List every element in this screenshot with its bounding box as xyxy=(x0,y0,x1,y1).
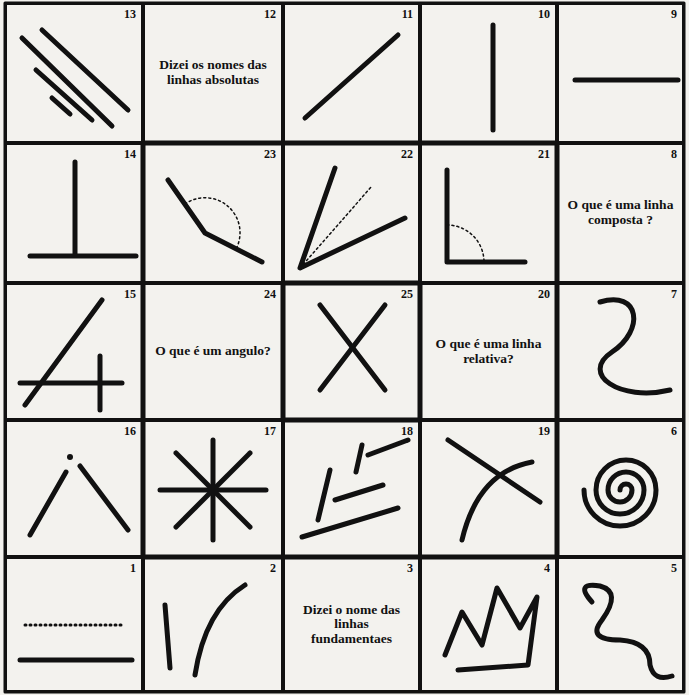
cell-number: 6 xyxy=(671,425,677,437)
grid-cell: 20 O que é uma linha relativa? xyxy=(420,283,557,420)
grid-cell: 3Dizei o nome das linhas fundamentaes xyxy=(283,557,420,692)
grid-cell: 25 xyxy=(283,283,420,420)
grid-cell: 7 xyxy=(557,283,684,420)
cell-number: 1 xyxy=(130,562,136,574)
grid-cell: 10 xyxy=(420,3,557,143)
grid-cell: 12Dizei os nomes das linhas absolutas xyxy=(143,3,283,143)
cell-number: 11 xyxy=(402,8,413,20)
grid-cell: 18 xyxy=(283,420,420,557)
question-text: Dizei os nomes das linhas absolutas xyxy=(145,58,281,87)
grid-cell: 6 xyxy=(557,420,684,557)
cell-number: 3 xyxy=(407,562,413,574)
grid-cell: 19 xyxy=(420,420,557,557)
grid-cell: 9 xyxy=(557,3,684,143)
cell-number: 9 xyxy=(671,8,677,20)
grid-cell: 8 O que é uma linha composta ? xyxy=(557,143,684,283)
cell-number: 8 xyxy=(671,148,677,160)
grid-cell: 16 xyxy=(5,420,143,557)
grid-cell: 14 xyxy=(5,143,143,283)
grid-cell: 17 xyxy=(143,420,283,557)
grid-cell: 22 xyxy=(283,143,420,283)
cell-number: 24 xyxy=(264,288,276,300)
cell-number: 13 xyxy=(124,8,136,20)
text-holder: Dizei o nome das linhas fundamentaes xyxy=(285,559,418,690)
cell-number: 14 xyxy=(124,148,136,160)
text-holder: O que é uma linha relativa? xyxy=(422,285,555,418)
text-holder: Dizei os nomes das linhas absolutas xyxy=(145,5,281,141)
cell-number: 19 xyxy=(538,425,550,437)
cell-number: 2 xyxy=(270,562,276,574)
grid-cell: 1 xyxy=(5,557,143,692)
text-holder: O que é uma linha composta ? xyxy=(559,145,682,281)
grid-cell: 5 xyxy=(557,557,684,692)
grid-cell: 4 xyxy=(420,557,557,692)
cell-number: 20 xyxy=(538,288,550,300)
cell-number: 16 xyxy=(124,425,136,437)
question-text: Dizei o nome das linhas fundamentaes xyxy=(285,603,418,647)
question-text: O que é um angulo? xyxy=(147,344,279,359)
cell-number: 15 xyxy=(124,288,136,300)
cell-number: 5 xyxy=(671,562,677,574)
cell-number: 12 xyxy=(264,8,276,20)
grid-cell: 23 xyxy=(143,143,283,283)
cell-number: 7 xyxy=(671,288,677,300)
cell-number: 4 xyxy=(544,562,550,574)
cell-number: 10 xyxy=(538,8,550,20)
grid-cell: 21 xyxy=(420,143,557,283)
cell-number: 25 xyxy=(401,288,413,300)
cell-number: 18 xyxy=(401,425,413,437)
grid-cell: 11 xyxy=(283,3,420,143)
text-holder: O que é um angulo? xyxy=(145,285,281,418)
grid-cell: 24 O que é um angulo? xyxy=(143,283,283,420)
cell-number: 21 xyxy=(538,148,550,160)
cell-number: 23 xyxy=(264,148,276,160)
grid-cell: 15 xyxy=(5,283,143,420)
question-text: O que é uma linha relativa? xyxy=(422,337,555,366)
grid-cell: 13 xyxy=(5,3,143,143)
cell-number: 17 xyxy=(264,425,276,437)
grid-cell: 2 xyxy=(143,557,283,692)
cell-number: 22 xyxy=(401,148,413,160)
question-text: O que é uma linha composta ? xyxy=(559,198,682,227)
